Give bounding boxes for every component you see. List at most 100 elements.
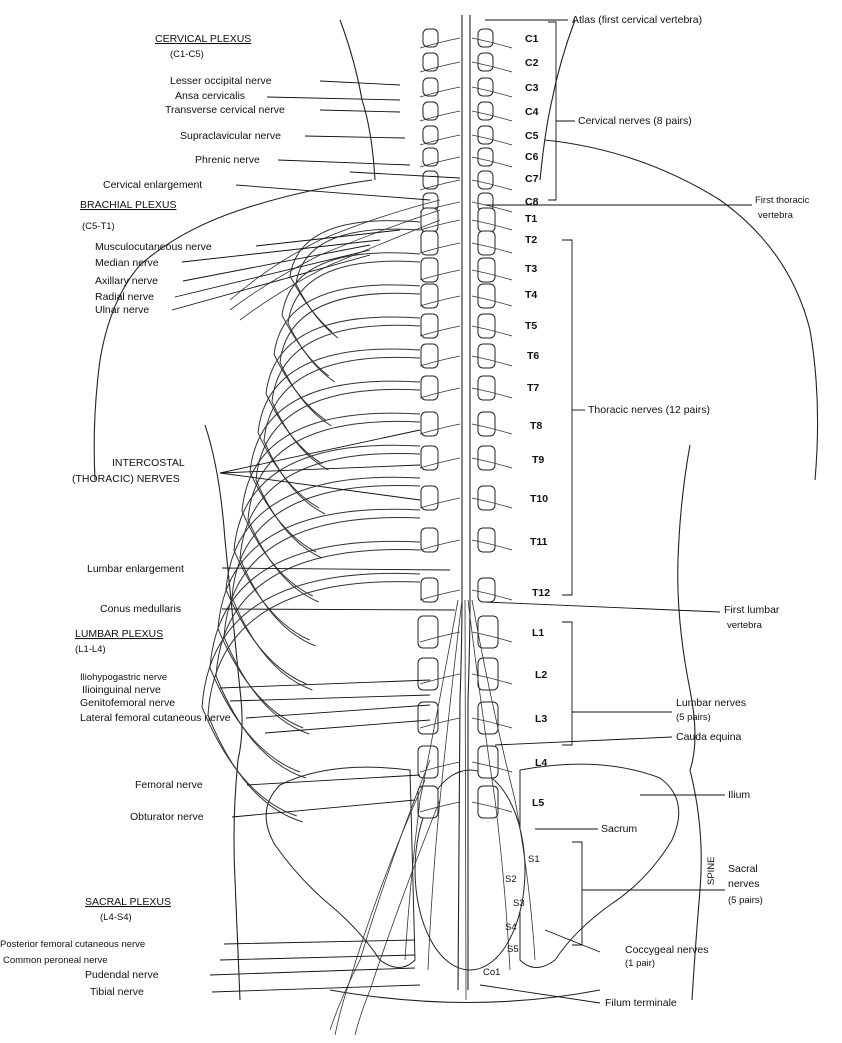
vertebra-body-left (422, 77, 439, 97)
coccygeal-label-line2: (1 pair) (625, 958, 655, 969)
vertebra-label-t8: T8 (530, 420, 542, 432)
vertebra-body-right (477, 785, 499, 819)
spinal-nerve-left (419, 295, 461, 307)
coccygeal-label-line1: Coccygeal nerves (625, 944, 708, 956)
tibial-label: Tibial nerve (90, 986, 144, 998)
rib-inner-edge (247, 420, 421, 603)
vertebra-body-right (477, 615, 499, 649)
vertebra-label-c2: C2 (525, 57, 539, 69)
nerve-line (354, 799, 441, 1036)
spinal-nerve-right (471, 673, 513, 685)
nerve-line (239, 219, 441, 321)
rib (209, 540, 421, 773)
cauda-equina-label: Cauda equina (676, 731, 742, 743)
right-leader-lines (349, 19, 752, 1004)
ribs (201, 220, 421, 823)
spinal-nerve-left (419, 110, 461, 122)
vertebra-body-left (420, 230, 439, 256)
posterior-femoral-label: Posterior femoral cutaneous nerve (0, 939, 145, 950)
spinal-nerve-right (471, 61, 513, 73)
sacral-nerves-label-line3: (5 pairs) (728, 895, 763, 906)
vertebra-label-l2: L2 (535, 669, 547, 681)
rib-inner-edge (207, 581, 421, 823)
lower-limb-nerves (329, 759, 441, 1036)
rib (273, 284, 421, 421)
vertebra-body-left (422, 125, 439, 145)
thoracic-nerves-label: Thoracic nerves (12 pairs) (588, 404, 710, 416)
spinal-nerve-left (419, 242, 461, 254)
vertebra-body-right (477, 52, 494, 72)
spinal-nerve-right (471, 295, 513, 307)
right-shoulder-arm (544, 139, 819, 481)
pubic-arch (329, 989, 601, 1004)
vertebra-body-left (422, 28, 439, 48)
vertebra-body-left (420, 485, 439, 511)
spinal-nerve-right (471, 387, 513, 399)
spinal-nerve-right (471, 156, 513, 168)
spinal-nerve-right (471, 423, 513, 435)
vertebra-body-right (477, 101, 494, 121)
left-shoulder-arm (93, 179, 373, 481)
cauda-strand (471, 599, 536, 961)
vertebra-label-t12: T12 (532, 587, 550, 599)
spinal-nerve-left (419, 134, 461, 146)
spinal-nerve-left (419, 219, 461, 231)
rib-inner-edge (215, 549, 421, 779)
vertebra-body-left (417, 657, 439, 691)
vertebra-body-left (422, 147, 439, 167)
spinal-nerve-right (471, 717, 513, 729)
spinal-nerve-right (471, 179, 513, 191)
cauda-strand (427, 599, 463, 971)
spinal-nerve-left (419, 717, 461, 729)
vertebra-body-left (420, 313, 439, 339)
first-lumbar-label-line2: vertebra (727, 620, 763, 631)
spinal-nerve-left (419, 269, 461, 281)
vertebra-label-l3: L3 (535, 713, 547, 725)
vertebra-body-right (477, 283, 496, 309)
vertebra-body-left (422, 170, 439, 190)
cauda-strand (467, 599, 511, 971)
vertebra-label-s2: S2 (505, 874, 517, 885)
cervical-nerves-label: Cervical nerves (8 pairs) (578, 115, 692, 127)
rib-inner-edge (223, 517, 421, 735)
pudendal-label: Pudendal nerve (85, 969, 159, 981)
vertebra-label-s3: S3 (513, 898, 525, 909)
vertebra-body-left (420, 527, 439, 553)
vertebra-label-c4: C4 (525, 106, 539, 118)
brachial-plexus-range: (C5-T1) (82, 221, 115, 232)
vertebra-label-l5: L5 (532, 797, 544, 809)
lumbar-nerves-label-line2: (5 pairs) (676, 712, 711, 723)
vertebra-label-t9: T9 (532, 454, 544, 466)
intercostal-label-line2: (THORACIC) NERVES (72, 473, 180, 485)
left-ilium (265, 766, 416, 968)
ilium-label: Ilium (728, 789, 750, 801)
left-hip (233, 759, 241, 1001)
spinal-nerve-left (419, 387, 461, 399)
vertebra-body-left (420, 375, 439, 401)
spinal-nerve-left (419, 179, 461, 191)
spinal-nerve-right (471, 86, 513, 98)
vertebra-body-right (477, 77, 494, 97)
rib (233, 444, 421, 641)
lumbar-enlargement-label: Lumbar enlargement (87, 563, 184, 575)
atlas-label: Atlas (first cervical vertebra) (572, 14, 702, 26)
rib (265, 316, 421, 465)
iliohypogastric-label: Iliohypogastric nerve (80, 672, 167, 683)
cauda-equina-strands (404, 599, 536, 1001)
vertebra-label-c8: C8 (525, 196, 539, 208)
vertebra-label-c6: C6 (525, 151, 539, 163)
rib-inner-edge (271, 324, 421, 471)
rib-inner-edge (231, 485, 421, 691)
rib (225, 476, 421, 685)
rib (241, 412, 421, 597)
ansa-cervicalis-label: Ansa cervicalis (175, 90, 245, 102)
spinal-nerve-left (419, 423, 461, 435)
spinal-nerve-right (471, 457, 513, 469)
vertebra-body-right (477, 170, 494, 190)
sacrum-label: Sacrum (601, 823, 637, 835)
vertebra-body-right (477, 257, 496, 283)
spinal-nerve-left (419, 37, 461, 49)
phrenic-label: Phrenic nerve (195, 154, 260, 166)
vertebra-body-left (420, 283, 439, 309)
vertebra-body-left (417, 745, 439, 779)
